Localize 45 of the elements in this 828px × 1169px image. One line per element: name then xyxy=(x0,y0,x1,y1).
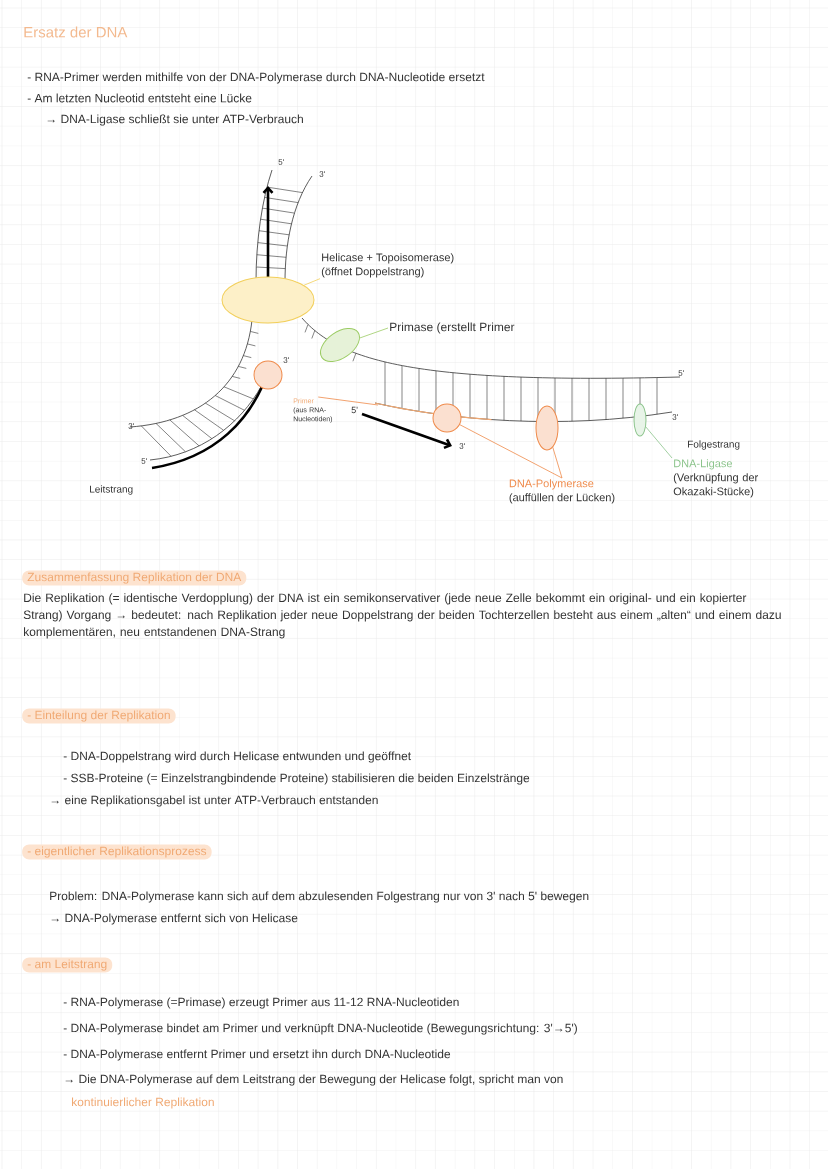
bullet-text: Problem: DNA-Polymerase kann sich auf dem abzulesenden Folgestrang nur von 3' nach 5' bewegen xyxy=(50,891,589,903)
paragraph: Die Replikation (= identische Verdopplung) der DNA ist ein semikonservativer (jede neue Zelle bekommt ein original- und ein kopierter Strang) Vorgang → bedeutet: nach Replikation jeder neue Doppelstrang der beiden Tochterzellen besteht aus einem „alten“ und einem dazu komplementären, neu entstandenen DNA-Strang xyxy=(23,593,781,639)
polymerase-circle xyxy=(253,360,283,390)
strand-end-label: 5' xyxy=(278,159,284,165)
section-heading: - am Leitstrang xyxy=(22,957,113,973)
section-heading: Zusammenfassung Replikation der DNA xyxy=(22,570,247,586)
bullet-text: → DNA-Polymerase entfernt sich von Helicase xyxy=(51,913,298,925)
helicase-label: Helicase + Topoisomerase) (öffnet Doppelstrang) xyxy=(321,253,454,278)
term-text: kontinuierlicher Replikation xyxy=(72,1097,214,1109)
strand-label: Folgestrang xyxy=(688,440,740,450)
leader-line xyxy=(645,426,673,459)
strand-end-label: 3' xyxy=(459,443,465,449)
primase-label: Primase (erstellt Primer xyxy=(390,322,515,334)
leader-line xyxy=(359,327,389,339)
polymerase-circle xyxy=(432,403,462,433)
leader-line xyxy=(552,447,563,479)
bullet-text: → DNA-Ligase schließt sie unter ATP-Verbrauch xyxy=(47,114,303,126)
polymerase-label: DNA-Polymerase (auffüllen der Lücken) xyxy=(509,479,615,504)
bullet-text: - RNA-Polymerase (=Primase) erzeugt Primer aus 11-12 RNA-Nucleotiden xyxy=(63,997,459,1009)
leader-line xyxy=(303,278,321,286)
bullet-text: - DNA-Polymerase entfernt Primer und ersetzt ihn durch DNA-Nucleotide xyxy=(63,1049,451,1061)
strand-end-label: 5' xyxy=(141,458,147,464)
ligase-label: DNA-Ligase (Verknüpfung der Okazaki-Stücke) xyxy=(673,459,758,498)
leader-line xyxy=(317,396,379,406)
bullet-text: - Am letzten Nucleotid entsteht eine Lücke xyxy=(27,93,252,103)
strand-end-label: 3' xyxy=(128,423,134,429)
bullet-text: → eine Replikationsgabel ist unter ATP-Verbrauch entstanden xyxy=(51,795,378,807)
bullet-text: → Die DNA-Polymerase auf dem Leitstrang der Bewegung der Helicase folgt, spricht man von xyxy=(65,1074,563,1086)
strand-end-label: 3' xyxy=(672,414,678,420)
strand-end-label: 3' xyxy=(283,357,289,363)
bullet-text: - DNA-Polymerase bindet am Primer und verknüpft DNA-Nucleotide (Bewegungsrichtung: 3'→5') xyxy=(63,1023,577,1035)
strand-label: Leitstrang xyxy=(90,485,133,495)
leader-line xyxy=(459,424,563,479)
section-heading: - Einteilung der Replikation xyxy=(22,708,176,724)
strand-end-label: 5' xyxy=(678,370,684,376)
polymerase-ellipse xyxy=(535,405,559,451)
ligase-ellipse xyxy=(633,403,647,437)
heading: Ersatz der DNA xyxy=(24,26,128,38)
helicase-ellipse xyxy=(221,276,315,324)
bullet-text: - DNA-Doppelstrang wird durch Helicase entwunden und geöffnet xyxy=(63,751,412,763)
bullet-text: - RNA-Primer werden mithilfe von der DNA-Polymerase durch DNA-Nucleotide ersetzt xyxy=(27,72,485,84)
section-heading: - eigentlicher Replikationsprozess xyxy=(22,844,212,860)
bullet-text: - SSB-Proteine (= Einzelstrangbindende Proteine) stabilisieren die beiden Einzelstränge xyxy=(63,773,530,785)
strand-end-label: 3' xyxy=(319,171,325,177)
strand-end-label: 5' xyxy=(351,406,358,414)
